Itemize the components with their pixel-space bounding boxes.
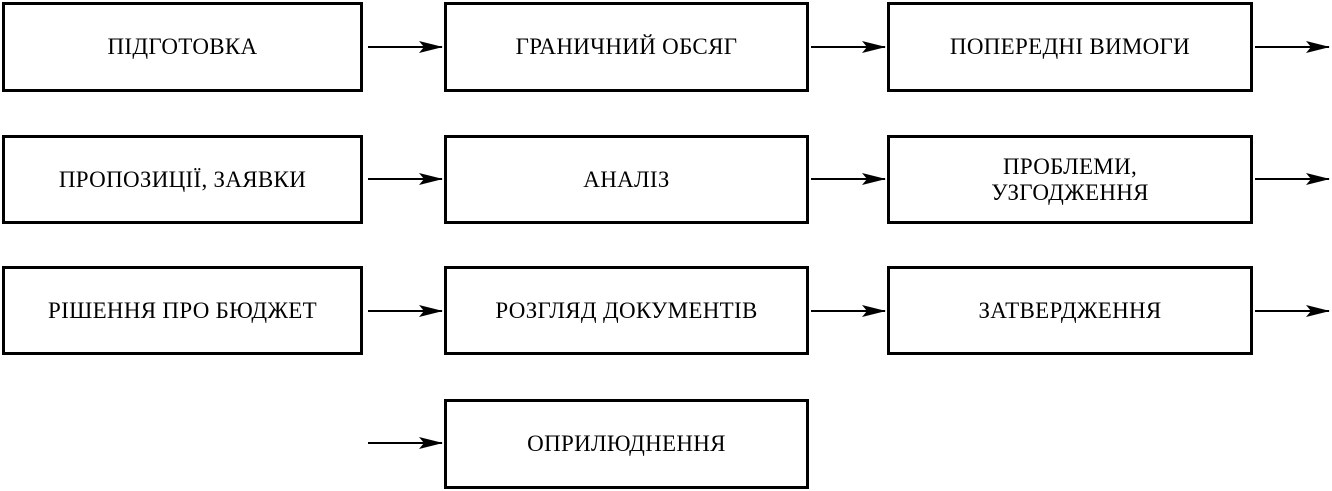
box-preliminary-requirements: ПОПЕРЕДНІ ВИМОГИ bbox=[887, 2, 1253, 92]
box-document-review: РОЗГЛЯД ДОКУМЕНТІВ bbox=[444, 266, 809, 355]
box-analysis: АНАЛІЗ bbox=[444, 135, 809, 224]
box-limit-volume: ГРАНИЧНИЙ ОБСЯГ bbox=[444, 2, 809, 92]
box-publication: ОПРИЛЮДНЕННЯ bbox=[444, 399, 809, 489]
box-problems-agreement: ПРОБЛЕМИ, УЗГОДЖЕННЯ bbox=[887, 135, 1253, 224]
box-proposals: ПРОПОЗИЦІЇ, ЗАЯВКИ bbox=[2, 135, 363, 224]
box-preparation: ПІДГОТОВКА bbox=[2, 2, 363, 92]
box-approval: ЗАТВЕРДЖЕННЯ bbox=[887, 266, 1253, 355]
box-budget-decision: РІШЕННЯ ПРО БЮДЖЕТ bbox=[2, 266, 363, 355]
